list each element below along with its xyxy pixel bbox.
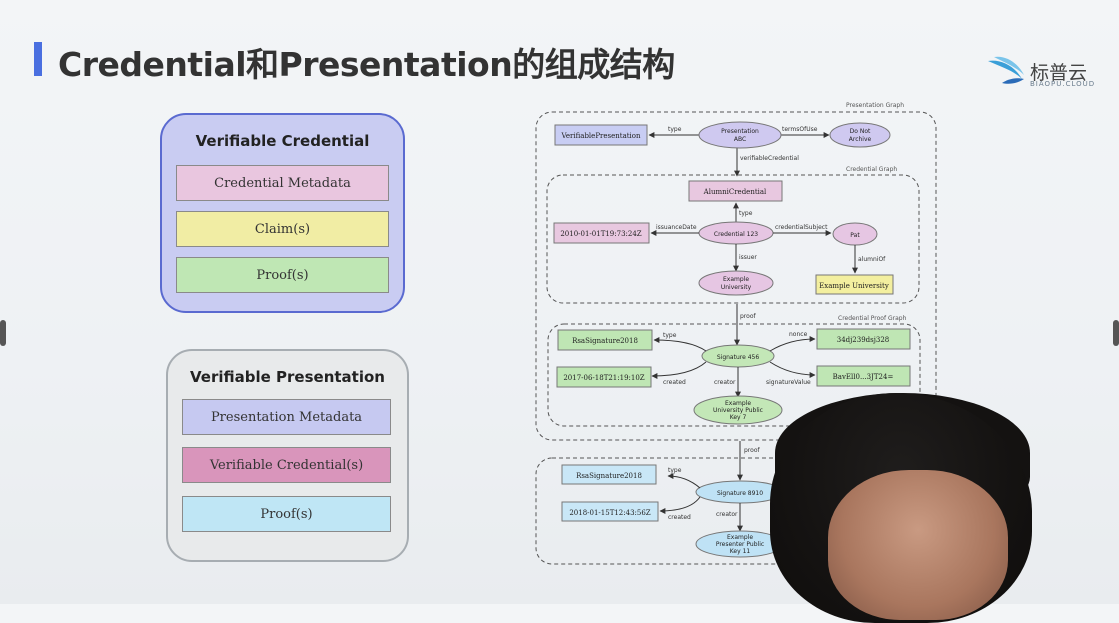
card-title: Verifiable Credential: [195, 132, 370, 150]
verifiable-presentation-card: Verifiable Presentation Presentation Met…: [166, 349, 409, 562]
node-presentation-abc-line1: Presentation: [721, 128, 759, 135]
edge-label-alumni-of: alumniOf: [858, 256, 886, 263]
node-presenter-key-line2: Presenter Public: [716, 541, 764, 548]
title-accent-bar: [34, 42, 42, 76]
node-example-university-line2: University: [721, 284, 752, 291]
node-presenter-key-line1: Example: [727, 534, 753, 541]
edge-label-verifiable-credential: verifiableCredential: [740, 155, 799, 162]
node-rsa-sig-1: [557, 329, 653, 351]
node-do-not-archive-line1: Do Not: [850, 128, 871, 135]
edge-label-creator: creator: [714, 379, 736, 386]
proofs-row: Proof(s): [176, 257, 389, 293]
node-issuance-date-value-label: 2010-01-01T19:73:24Z: [560, 230, 641, 238]
node-verifiable-presentation: [554, 124, 648, 146]
edge-label-terms-of-use: termsOfUse: [782, 126, 818, 133]
credential-metadata-row: Credential Metadata: [176, 165, 389, 201]
node-example-university-line1: Example: [723, 276, 749, 283]
right-edge-handle: [1113, 320, 1119, 346]
node-created-2: [561, 501, 659, 522]
credential-proof-graph-container: [547, 323, 921, 427]
logo-subtitle: BIAOPU.CLOUD: [1030, 80, 1096, 88]
edge-label-type: type: [663, 332, 677, 339]
node-rsa-sig-1-label: RsaSignature2018: [572, 337, 638, 345]
edge-label-signature-value: signatureValue: [766, 379, 811, 386]
claims-row: Claim(s): [176, 211, 389, 247]
node-do-not-archive: [829, 122, 891, 148]
node-example-university-key: [693, 395, 783, 425]
node-verifiable-presentation-label: VerifiablePresentation: [560, 132, 641, 140]
node-rsa-sig-2-label: RsaSignature2018: [576, 472, 642, 480]
edge-label-nonce: nonce: [789, 331, 808, 338]
presentation-metadata-row: Presentation Metadata: [182, 399, 391, 435]
left-edge-handle: [0, 320, 6, 346]
node-created-1: [556, 366, 652, 388]
node-pat-label: Pat: [850, 232, 860, 239]
card-title: Verifiable Presentation: [190, 368, 385, 386]
presentation-graph-diagram: Presentation Graph Credential Graph Cred…: [535, 102, 937, 565]
node-created-2-label: 2018-01-15T12:43:56Z: [569, 509, 650, 517]
slide-title: Credential和Presentation的组成结构: [58, 45, 675, 84]
edge-label-type: type: [739, 210, 753, 217]
node-example-university-key-line3: Key 7: [730, 414, 747, 421]
proofs-row: Proof(s): [182, 496, 391, 532]
edge-label-created: created: [668, 514, 691, 521]
edge-label-credential-subject: credentialSubject: [775, 224, 828, 231]
node-signature-value-label: BavEll0...3JT24=: [833, 373, 894, 381]
node-nonce-value: [816, 328, 911, 350]
presenter-face: [828, 470, 1008, 620]
node-signature-456-label: Signature 456: [717, 354, 759, 361]
node-presenter-key-line3: Key 11: [730, 548, 751, 555]
edge-label-created: created: [663, 379, 686, 386]
node-rsa-sig-2: [561, 464, 657, 485]
logo-text: 标普云: [1030, 62, 1088, 84]
credential-proof-graph-label: Credential Proof Graph: [838, 315, 907, 322]
edge-label-proof: proof: [744, 447, 760, 454]
node-example-university-key-line2: University Public: [713, 407, 763, 414]
presentation-graph-label: Presentation Graph: [846, 102, 904, 109]
presentation-graph-container: [535, 111, 937, 441]
edge-label-issuer: issuer: [739, 254, 757, 261]
node-presentation-abc-line2: ABC: [734, 136, 746, 143]
verifiable-credential-card: Verifiable Credential Credential Metadat…: [160, 113, 405, 313]
edge-label-type: type: [668, 467, 682, 474]
edge-label-type: type: [668, 126, 682, 133]
credential-graph-label: Credential Graph: [846, 166, 897, 173]
node-example-university: [698, 270, 774, 296]
credential-graph-container: [546, 174, 920, 304]
node-nonce-value-label: 34dj239dsj328: [837, 336, 890, 344]
node-example-university-literal-label: Example University: [819, 282, 889, 290]
node-signature-8910-label: Signature 8910: [717, 490, 763, 497]
node-alumni-credential: [688, 180, 783, 202]
node-credential-123-label: Credential 123: [714, 231, 758, 238]
edge-label-proof: proof: [740, 313, 756, 320]
node-signature-value: [816, 365, 911, 387]
node-created-1-label: 2017-06-18T21:19:10Z: [563, 374, 644, 382]
node-alumni-credential-label: AlumniCredential: [703, 188, 767, 196]
node-do-not-archive-line2: Archive: [849, 136, 872, 143]
edge-label-creator: creator: [716, 511, 738, 518]
edge-label-issuance-date: issuanceDate: [656, 224, 697, 231]
node-example-university-key-line1: Example: [725, 400, 751, 407]
node-example-university-literal: [815, 274, 894, 295]
node-presentation-abc: [698, 121, 782, 149]
verifiable-credentials-row: Verifiable Credential(s): [182, 447, 391, 483]
node-issuance-date-value: [553, 222, 650, 244]
logo-icon: [988, 56, 1024, 84]
